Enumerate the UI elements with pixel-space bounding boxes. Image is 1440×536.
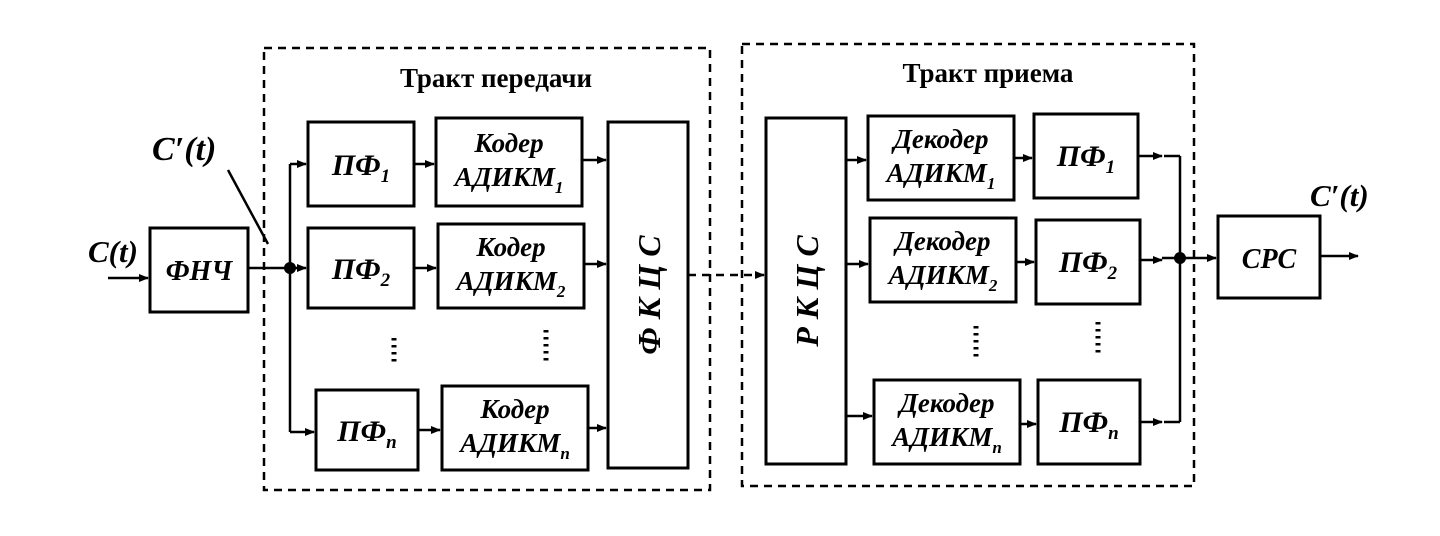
tx-coder-n-title: Кодер [479, 394, 549, 424]
rx-decoder-1-title: Декодер [890, 124, 988, 154]
rx-bandpass-filter-2 [1034, 218, 1142, 306]
group-signal-former-label: Ф К Ц С [631, 235, 667, 355]
rx-decoder-1 [866, 114, 1016, 202]
tx-coder-2 [436, 222, 586, 310]
rx-decoder-n [872, 378, 1022, 466]
group-signal-splitter-block [764, 116, 848, 466]
tx-coder-n [440, 384, 590, 472]
tx-filter-2-label: ПФ2 [331, 253, 391, 291]
transmit-section-title: Тракт передачи [400, 63, 592, 93]
tx-bandpass-filter-1 [306, 120, 416, 208]
rx-decoder-2 [868, 216, 1018, 304]
rx-decoder-n-title: Декодер [896, 388, 994, 418]
group-signal-splitter-label: Р К Ц С [789, 235, 825, 348]
tx-coder-1-name: АДИКМ1 [453, 162, 564, 197]
signal-restore-label: СРС [1242, 244, 1297, 275]
filtered-signal-pointer [226, 169, 270, 245]
tx-coder-1-title: Кодер [473, 128, 543, 158]
receive-section-frame [740, 42, 1196, 488]
group-signal-former-block [606, 120, 690, 470]
rx-filter-n-label: ПФn [1058, 406, 1118, 444]
rx-decoder-1-name: АДИКМ1 [885, 158, 996, 193]
filtered-signal-label: C′(t) [152, 131, 216, 168]
tx-coder-2-name: АДИКМ2 [455, 266, 566, 301]
rx-decoder-2-name: АДИКМ2 [887, 260, 998, 295]
tx-coder-2-title: Кодер [475, 232, 545, 262]
tx-filter-n-label: ПФn [336, 415, 396, 453]
lowpass-filter-block [148, 226, 250, 314]
tx-coder-1 [434, 116, 584, 208]
input-signal-label: C(t) [88, 234, 138, 269]
tx-coder-n-name: АДИКМn [458, 428, 570, 463]
rx-filter-2-label: ПФ2 [1058, 246, 1118, 284]
tx-filter-1-label: ПФ1 [331, 149, 390, 187]
rx-decoder-n-name: АДИКМn [890, 422, 1002, 457]
receive-section-title: Тракт приема [903, 58, 1074, 88]
rx-decoder-2-title: Декодер [892, 226, 990, 256]
output-signal-label: C′(t) [1310, 178, 1369, 213]
signal-restore-block [1216, 214, 1322, 300]
rx-filter-1-label: ПФ1 [1056, 140, 1115, 178]
lowpass-filter-label: ФНЧ [166, 256, 234, 287]
